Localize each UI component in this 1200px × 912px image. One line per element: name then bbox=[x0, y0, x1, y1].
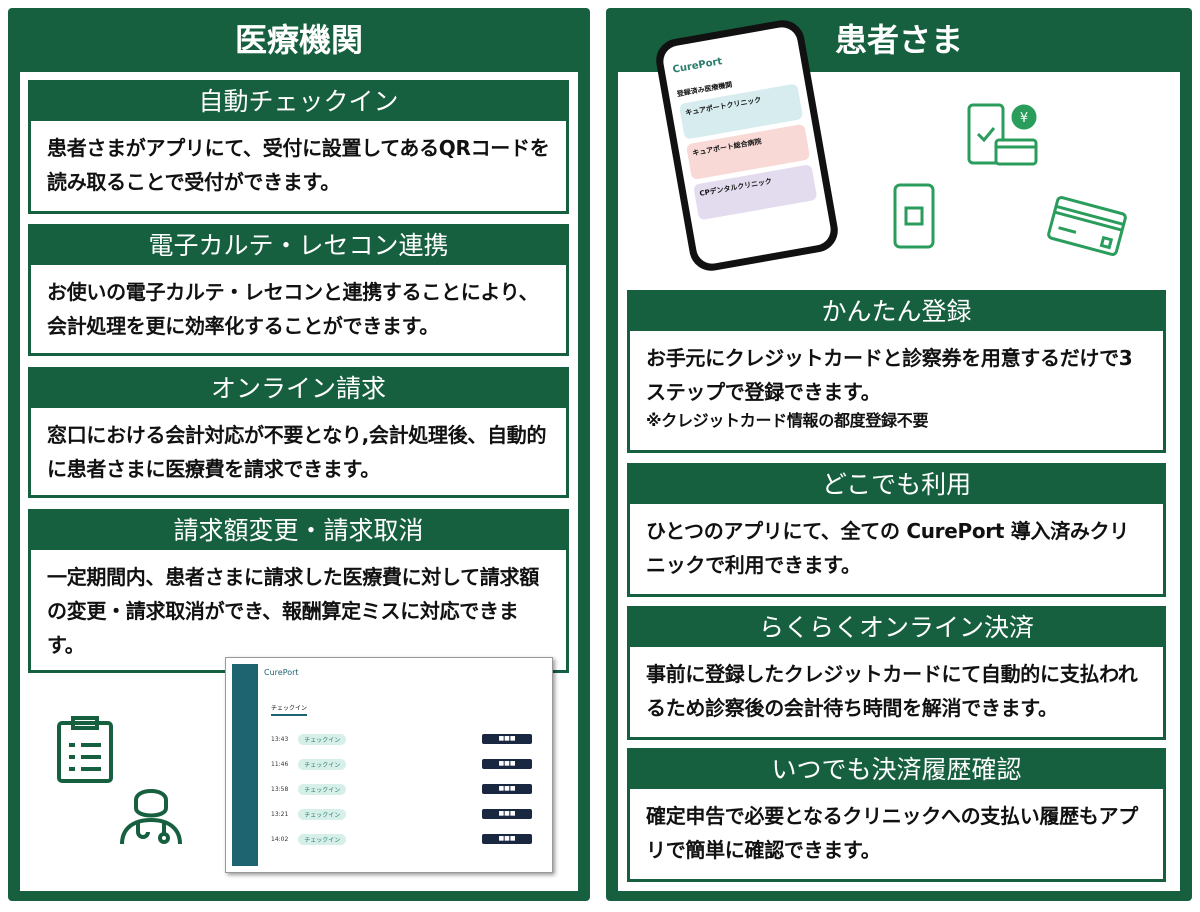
feature-heading: オンライン請求 bbox=[31, 370, 566, 408]
feature-heading: かんたん登録 bbox=[630, 293, 1163, 331]
feature-body: お手元にクレジットカードと診察券を用意するだけで3ステップで登録できます。 bbox=[646, 346, 1133, 404]
feature-easy-registration: かんたん登録 お手元にクレジットカードと診察券を用意するだけで3ステップで登録で… bbox=[627, 290, 1166, 453]
feature-heading: いつでも決済履歴確認 bbox=[630, 751, 1163, 789]
feature-body: 確定申告で必要となるクリニックへの支払い履歴もアプリで簡単に確認できます。 bbox=[646, 804, 1138, 862]
feature-heading: どこでも利用 bbox=[630, 466, 1163, 504]
panel-title: 医療機関 bbox=[234, 21, 363, 59]
feature-body: 患者さまがアプリにて、受付に設置してあるQRコードを読み取ることで受付ができます… bbox=[47, 136, 550, 194]
feature-online-payment: らくらくオンライン決済 事前に登録したクレジットカードにて自動的に支払われるため… bbox=[627, 606, 1166, 740]
dashboard-logo: CurePort bbox=[264, 668, 299, 677]
feature-online-billing: オンライン請求 窓口における会計対応が不要となり,会計処理後、自動的に患者さまに… bbox=[28, 367, 569, 498]
clipboard-icon bbox=[57, 716, 113, 783]
feature-body: 事前に登録したクレジットカードにて自動的に支払われるため診察後の会計待ち時間を解… bbox=[646, 662, 1138, 720]
feature-body: 窓口における会計対応が不要となり,会計処理後、自動的に患者さまに医療費を請求でき… bbox=[47, 423, 547, 481]
dashboard-tab[interactable]: チェックイン bbox=[271, 703, 308, 716]
feature-billing-change: 請求額変更・請求取消 一定期間内、患者さまに請求した医療費に対して請求額の変更・… bbox=[28, 509, 569, 673]
feature-emr-integration: 電子カルテ・レセコン連携 お使いの電子カルテ・レセコンと連携することにより、会計… bbox=[28, 224, 569, 356]
qr-phone-icon bbox=[893, 183, 935, 249]
feature-heading: 電子カルテ・レセコン連携 bbox=[31, 227, 566, 265]
feature-payment-history: いつでも決済履歴確認 確定申告で必要となるクリニックへの支払い履歴もアプリで簡単… bbox=[627, 748, 1166, 882]
panel-title: 患者さま bbox=[834, 21, 963, 59]
doctor-icon bbox=[120, 789, 182, 845]
dashboard-sidebar bbox=[232, 664, 258, 866]
feature-heading: 請求額変更・請求取消 bbox=[31, 512, 566, 550]
app-logo: CurePort bbox=[671, 56, 724, 76]
feature-note: ※クレジットカード情報の都度登録不要 bbox=[646, 411, 929, 430]
credit-card-icon bbox=[1047, 196, 1127, 256]
feature-heading: 自動チェックイン bbox=[31, 83, 566, 121]
phone-payment-icon: ¥ bbox=[967, 103, 1038, 166]
feature-use-anywhere: どこでも利用 ひとつのアプリにて、全ての CurePort 導入済みクリニックで… bbox=[627, 463, 1166, 597]
svg-text:¥: ¥ bbox=[1020, 111, 1028, 126]
feature-body: ひとつのアプリにて、全ての CurePort 導入済みクリニックで利用できます。 bbox=[646, 519, 1129, 577]
feature-auto-checkin: 自動チェックイン 患者さまがアプリにて、受付に設置してあるQRコードを読み取るこ… bbox=[28, 80, 569, 214]
feature-body: お使いの電子カルテ・レセコンと連携することにより、会計処理を更に効率化することが… bbox=[47, 280, 539, 338]
feature-heading: らくらくオンライン決済 bbox=[630, 609, 1163, 647]
feature-body: 一定期間内、患者さまに請求した医療費に対して請求額の変更・請求取消ができ、報酬算… bbox=[47, 565, 539, 657]
